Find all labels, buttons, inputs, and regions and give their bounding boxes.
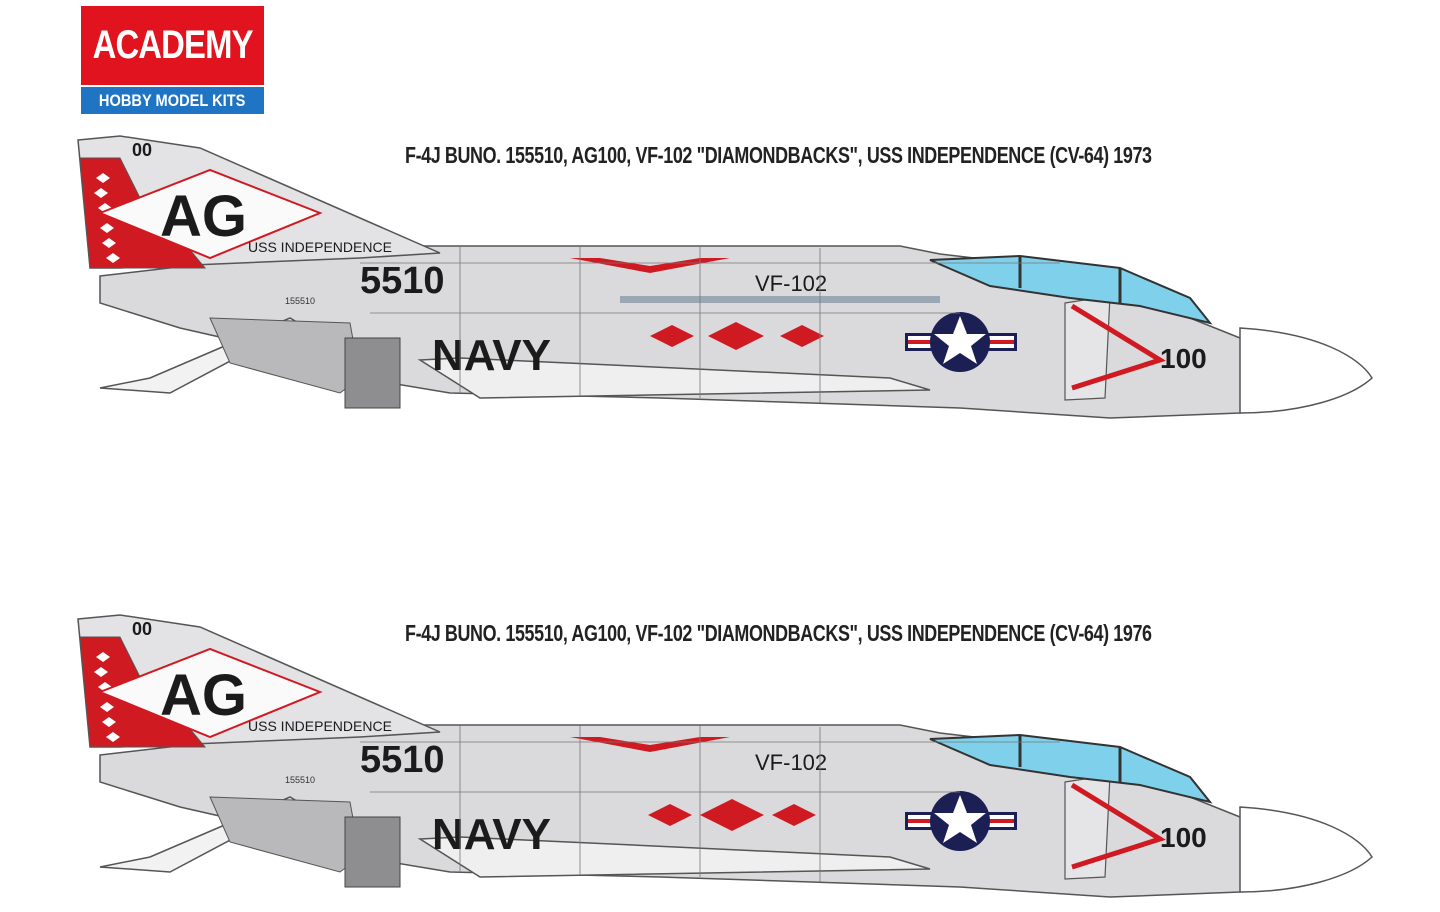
buno-short-text: 5510 — [360, 260, 445, 302]
star-insignia-icon — [905, 791, 1017, 851]
profile-caption-1973: F-4J BUNO. 155510, AG100, VF-102 "DIAMON… — [405, 142, 1152, 168]
logo-tagline: HOBBY MODEL KITS — [81, 87, 264, 114]
buno-short-text: 5510 — [360, 739, 445, 781]
aircraft-profile-1976: AG 00 USS INDEPENDENCE 5510 NAVY VF-102 … — [60, 607, 1390, 907]
profile-caption-1976: F-4J BUNO. 155510, AG100, VF-102 "DIAMON… — [405, 620, 1152, 646]
tail-number-text: 00 — [132, 619, 152, 639]
service-text: NAVY — [432, 810, 551, 859]
squadron-text: VF-102 — [755, 271, 827, 296]
ship-name-text: USS INDEPENDENCE — [248, 239, 392, 255]
modex-text: 100 — [1160, 822, 1207, 853]
f4j-side-view-1973: AG 00 USS INDEPENDENCE 5510 NAVY VF-102 … — [77, 135, 1373, 419]
squadron-text: VF-102 — [755, 750, 827, 775]
star-insignia-icon — [905, 312, 1017, 372]
tail-code-text: AG — [160, 184, 247, 249]
buno-small-text: 155510 — [285, 296, 315, 306]
academy-logo: ACADEMY HOBBY MODEL KITS — [81, 6, 264, 114]
service-text: NAVY — [432, 331, 551, 380]
modex-text: 100 — [1160, 343, 1207, 374]
logo-brand-name: ACADEMY — [81, 6, 264, 85]
aircraft-profile-1973: AG 00 USS INDEPENDENCE 5510 NAVY VF-102 … — [60, 128, 1390, 428]
ship-name-text: USS INDEPENDENCE — [248, 718, 392, 734]
tail-code-text: AG — [160, 663, 247, 728]
f4j-side-view-1976: AG 00 USS INDEPENDENCE 5510 NAVY VF-102 … — [77, 614, 1373, 898]
buno-small-text: 155510 — [285, 775, 315, 785]
tail-number-text: 00 — [132, 140, 152, 160]
